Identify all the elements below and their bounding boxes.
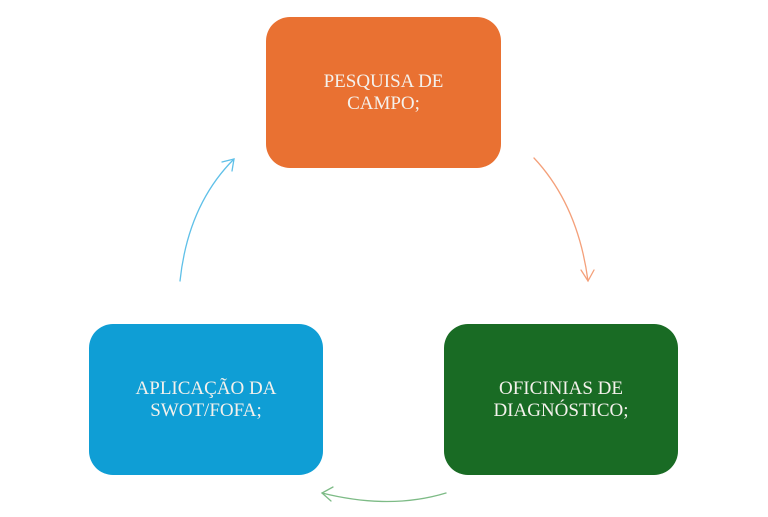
arrow-oficinas-to-swot (320, 486, 447, 503)
node-label-line: SWOT/FOFA; (150, 399, 262, 421)
arrow-swot-to-pesquisa (179, 158, 235, 282)
arrow-pesquisa-to-oficinas (533, 157, 595, 283)
node-pesquisa-de-campo: PESQUISA DE CAMPO; (266, 17, 501, 168)
node-label-line: CAMPO; (347, 92, 420, 114)
node-label-line: PESQUISA DE (323, 70, 444, 92)
node-label-line: APLICAÇÃO DA (135, 377, 277, 399)
node-oficinas-de-diagnostico: OFICINIAS DE DIAGNÓSTICO; (444, 324, 678, 475)
node-label-line: OFICINIAS DE (498, 377, 623, 399)
node-aplicacao-swot-fofa: APLICAÇÃO DA SWOT/FOFA; (89, 324, 323, 475)
node-label-line: DIAGNÓSTICO; (493, 399, 629, 421)
